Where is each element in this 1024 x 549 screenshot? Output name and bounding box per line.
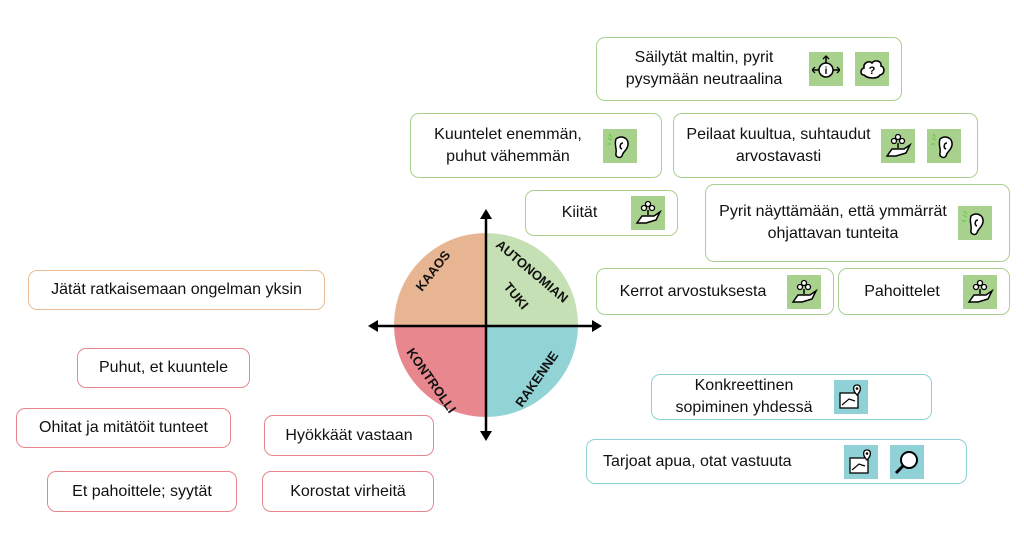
box-konkreettinen-sopiminen: Konkreettinen sopiminen yhdessä xyxy=(651,374,932,420)
box-text: Kerrot arvostuksesta xyxy=(619,282,767,300)
box-text: Peilaat kuultua, suhtaudut arvostavasti xyxy=(686,125,871,165)
box-korostat-virheita: Korostat virheitä xyxy=(262,471,434,512)
box-sailytat-maltin: Säilytät maltin, pyrit pysymään neutraal… xyxy=(596,37,902,101)
box-peilaat-kuultua: Peilaat kuultua, suhtaudut arvostavasti xyxy=(673,113,978,178)
box-text: Kuuntelet enemmän, puhut vähemmän xyxy=(434,125,582,165)
map-pin-icon xyxy=(844,444,878,479)
box-text: Pyrit näyttämään, että ymmärrät ohjattav… xyxy=(719,203,947,242)
ear-icon xyxy=(927,128,961,163)
info-arrows-icon xyxy=(809,52,843,86)
quadrant-kaaos xyxy=(394,233,486,325)
hand-plant-icon xyxy=(881,128,915,163)
hand-plant-icon xyxy=(631,196,665,230)
map-pin-icon xyxy=(834,380,868,414)
box-kiitat: Kiität xyxy=(525,190,678,236)
question-cloud-icon xyxy=(855,52,889,86)
box-hyokkaat-vastaan: Hyökkäät vastaan xyxy=(264,415,434,456)
box-et-pahoittele: Et pahoittele; syytät xyxy=(47,471,237,512)
box-text: Tarjoat apua, otat vastuuta xyxy=(603,452,792,470)
box-pahoittelet: Pahoittelet xyxy=(838,268,1010,315)
ear-icon xyxy=(603,128,637,163)
box-kuuntelet-enemman: Kuuntelet enemmän, puhut vähemmän xyxy=(410,113,662,178)
box-kerrot-arvostuksesta: Kerrot arvostuksesta xyxy=(596,268,834,315)
box-ohitat-tunteet: Ohitat ja mitätöit tunteet xyxy=(16,408,231,448)
box-text: Ohitat ja mitätöit tunteet xyxy=(39,419,208,436)
quadrant-rakenne xyxy=(486,325,578,417)
quadrant-kontrolli xyxy=(394,325,486,417)
ear-icon xyxy=(958,206,992,240)
box-text: Puhut, et kuuntele xyxy=(99,359,228,376)
axes xyxy=(368,209,602,441)
magnifier-icon xyxy=(890,444,924,479)
box-text: Korostat virheitä xyxy=(290,482,406,500)
box-pyrit-nayttamaan: Pyrit näyttämään, että ymmärrät ohjattav… xyxy=(705,184,1010,262)
box-text: Et pahoittele; syytät xyxy=(72,482,212,500)
box-text: Kiität xyxy=(561,204,598,221)
box-text: Säilytät maltin, pyrit pysymään neutraal… xyxy=(625,49,783,88)
box-tarjoat-apua: Tarjoat apua, otat vastuuta xyxy=(586,439,967,484)
box-puhut-et-kuuntele: Puhut, et kuuntele xyxy=(77,348,250,388)
box-text: Pahoittelet xyxy=(864,282,940,300)
box-jatat-ratkaisemaan: Jätät ratkaisemaan ongelman yksin xyxy=(28,270,325,310)
box-text: Jätät ratkaisemaan ongelman yksin xyxy=(51,281,302,298)
hand-plant-icon xyxy=(787,274,821,309)
hand-plant-icon xyxy=(963,274,997,309)
box-text: Hyökkäät vastaan xyxy=(285,426,413,444)
box-text: Konkreettinen sopiminen yhdessä xyxy=(675,377,813,416)
quadrant-autonomian-tuki xyxy=(486,233,578,325)
